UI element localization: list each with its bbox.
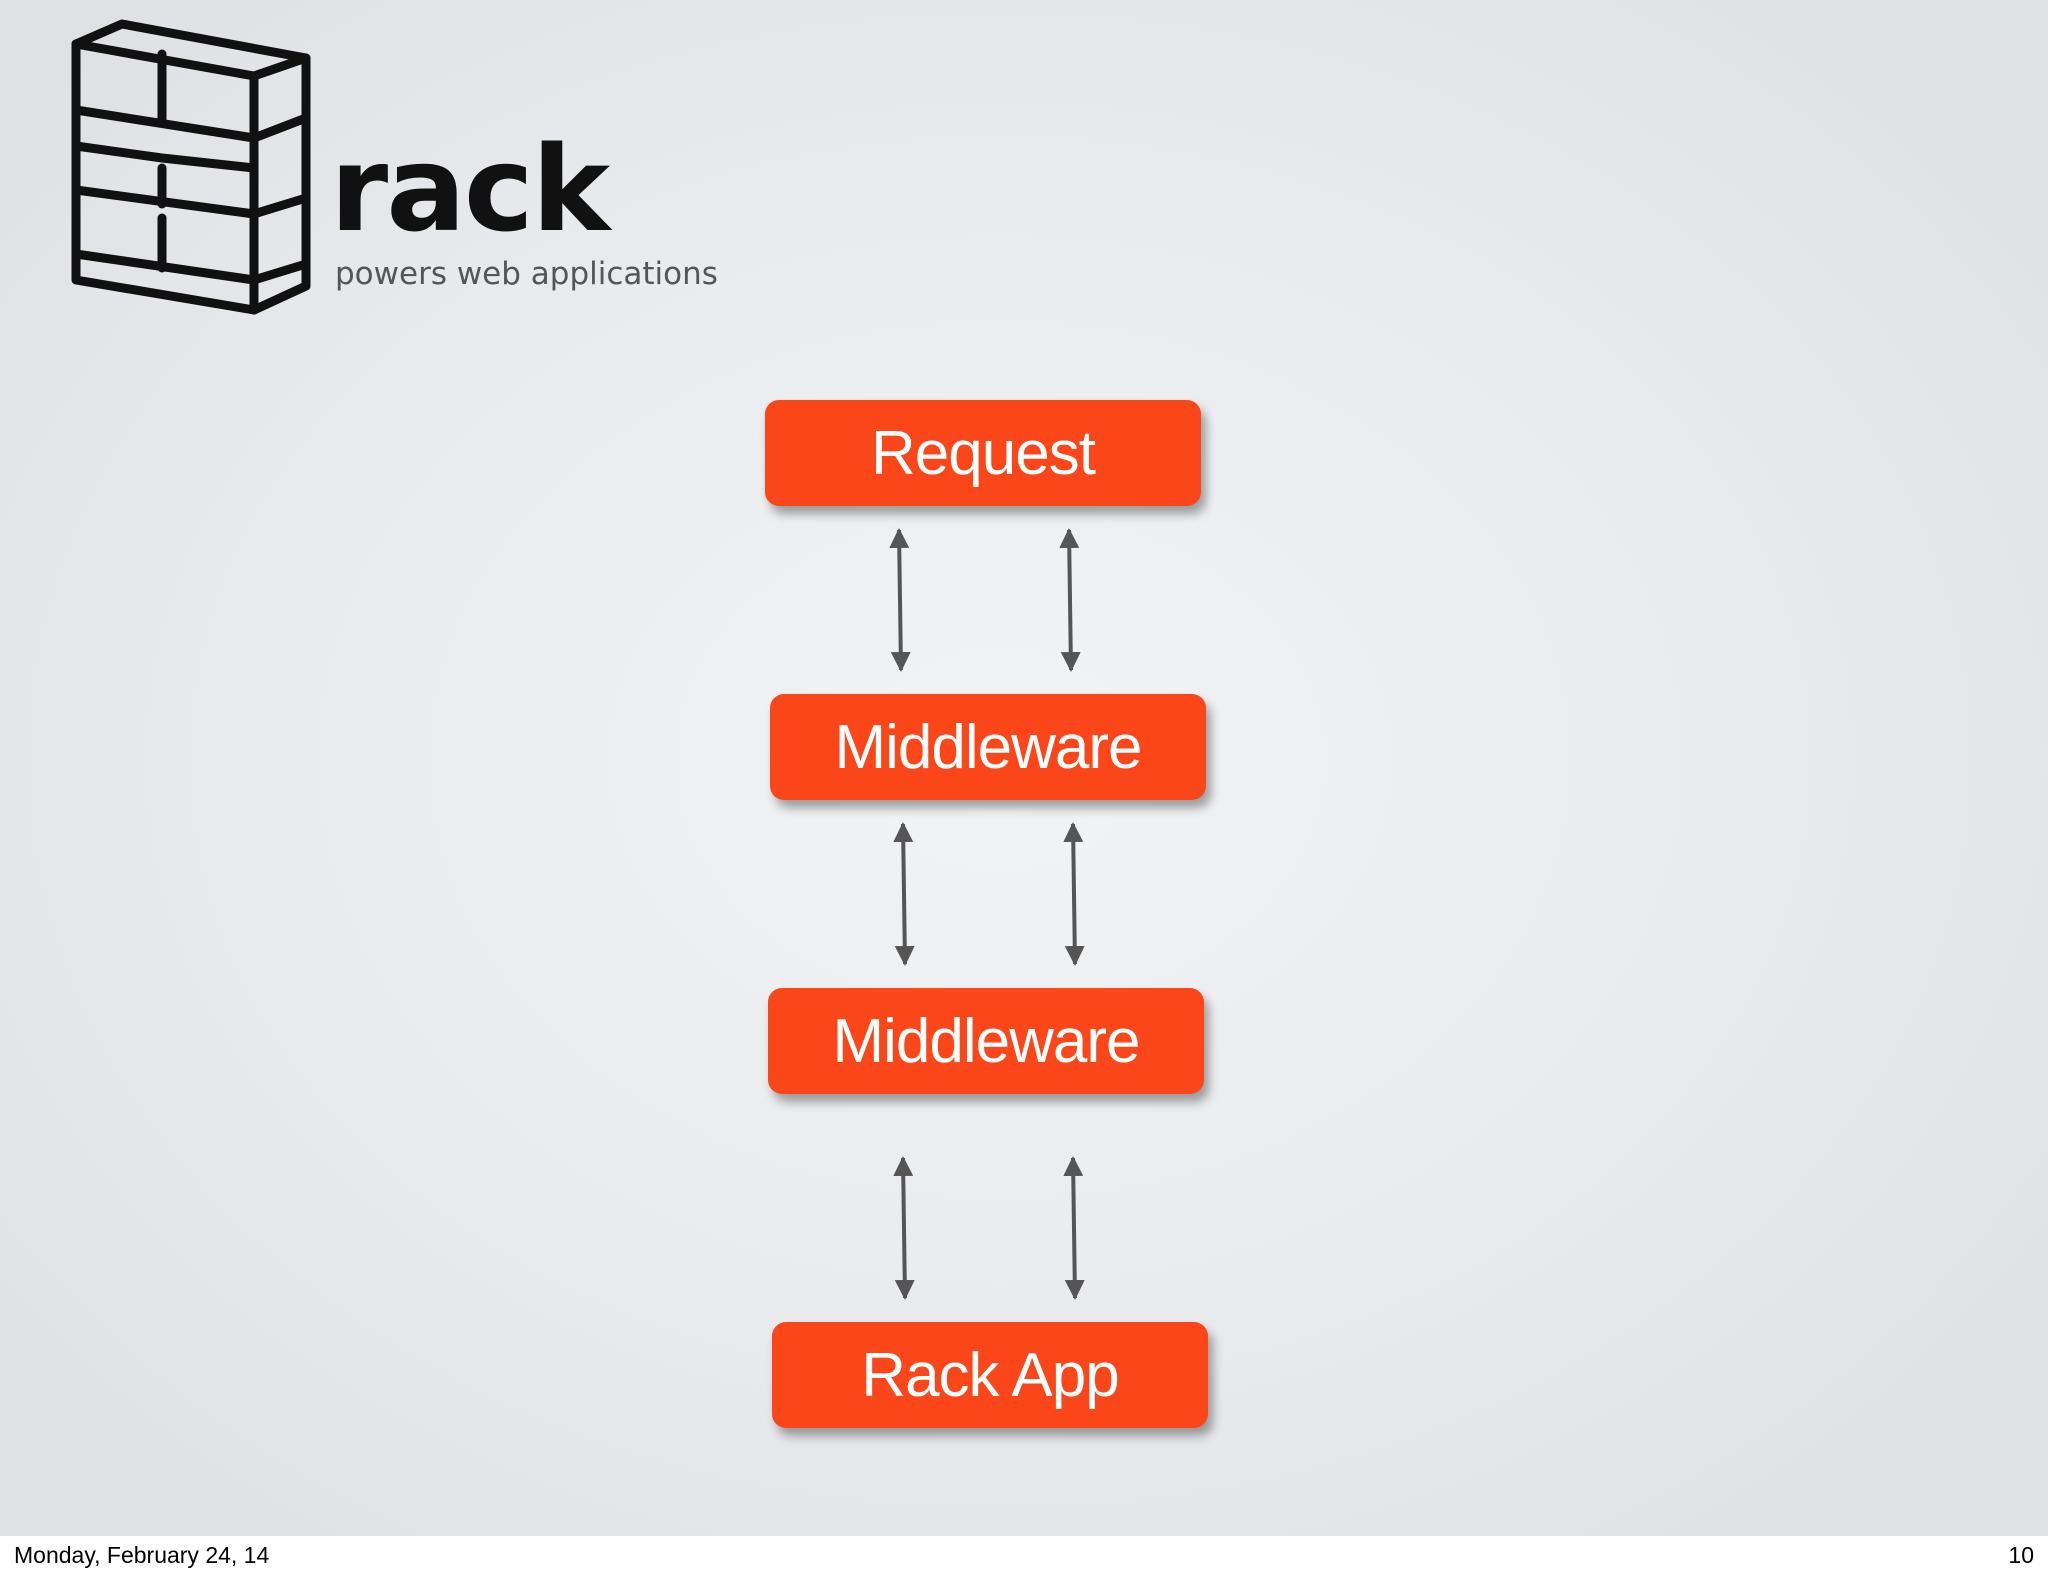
rack-app-node: Rack App: [772, 1322, 1208, 1428]
arrow-middleware-1-middleware-2-right: [1063, 822, 1085, 966]
page-number: 10: [2008, 1542, 2034, 1568]
request-node: Request: [765, 400, 1201, 506]
arrow-middleware-2-rack-app-right: [1063, 1156, 1085, 1300]
arrow-middleware-2-rack-app-left: [893, 1156, 915, 1300]
arrow-request-middleware-1-left: [889, 528, 911, 672]
flow-arrows: [889, 528, 1085, 1300]
footer-date: Monday, February 24, 14: [14, 1542, 270, 1568]
rack-app-node-label: Rack App: [861, 1340, 1119, 1410]
slide: rack powers web applications Request Mid…: [0, 0, 2048, 1536]
middleware-node-2-label: Middleware: [832, 1006, 1140, 1076]
rack-wordmark: rack: [330, 120, 610, 258]
rack-logo-icon: [71, 19, 311, 315]
rack-tagline: powers web applications: [335, 256, 718, 292]
arrow-middleware-1-middleware-2-left: [893, 822, 915, 966]
middleware-node-1: Middleware: [770, 694, 1206, 800]
middleware-node-1-label: Middleware: [834, 712, 1142, 782]
middleware-node-2: Middleware: [768, 988, 1204, 1094]
arrow-request-middleware-1-right: [1059, 528, 1081, 672]
footer: Monday, February 24, 14 10: [0, 1536, 2048, 1576]
request-node-label: Request: [871, 418, 1096, 488]
